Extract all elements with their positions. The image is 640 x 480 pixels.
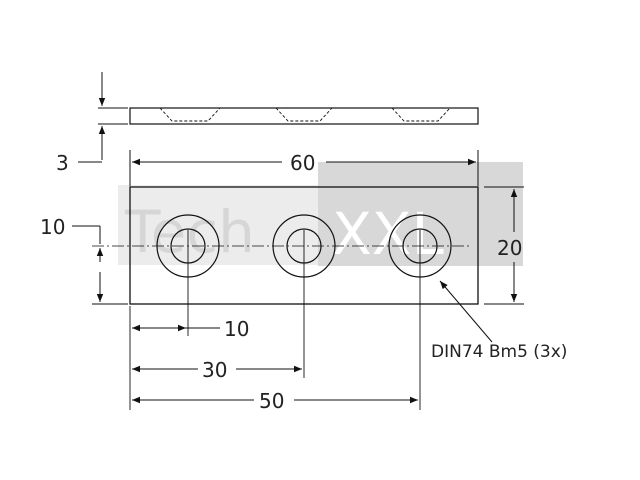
watermark-tech: Tech — [124, 198, 255, 266]
side-view — [129, 107, 479, 125]
watermark-box — [318, 162, 523, 266]
height-label: 20 — [497, 236, 522, 260]
thickness-dimension — [78, 72, 128, 163]
countersink-hidden-lines — [159, 107, 451, 122]
watermark-xxl: XXL — [332, 200, 444, 268]
thickness-label: 3 — [56, 151, 69, 175]
edge-height-label: 10 — [40, 215, 65, 239]
hole-extension-lines — [129, 230, 421, 410]
height-dimension — [484, 186, 524, 305]
length-dimension — [129, 150, 479, 186]
watermark: Tech XXL — [118, 162, 523, 268]
callout-label: DIN74 Bm5 (3x) — [431, 342, 567, 362]
hole1-offset-label: 10 — [224, 317, 249, 341]
hole2-offset-label: 30 — [202, 358, 227, 382]
hole3-offset-label: 50 — [259, 389, 284, 413]
edge-height-dimension — [72, 225, 128, 305]
length-label: 60 — [290, 151, 315, 175]
callout-leader — [439, 280, 493, 343]
side-view-outline — [129, 107, 479, 125]
